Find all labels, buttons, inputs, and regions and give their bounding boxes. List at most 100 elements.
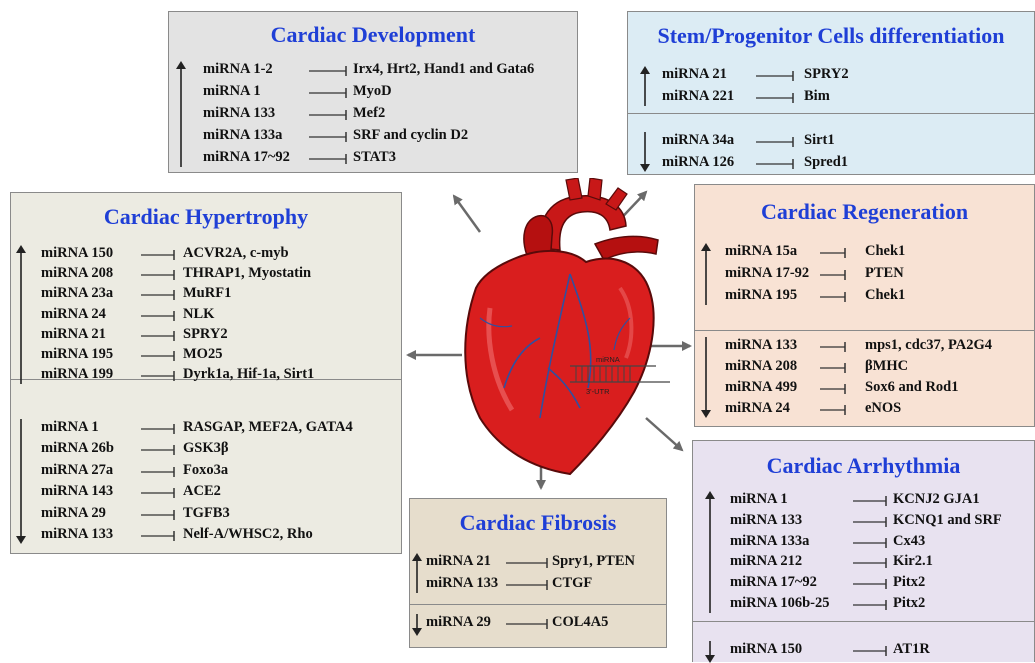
up-regulation-arrow (699, 243, 713, 305)
regeneration-divider (695, 330, 1034, 331)
target-gene: eNOS (865, 400, 901, 417)
target-gene: Kir2.1 (893, 553, 933, 570)
target-gene: Foxo3a (183, 462, 228, 479)
mirna-name: miRNA 24 (725, 400, 790, 417)
target-gene: Pitx2 (893, 595, 925, 612)
target-gene: Sirt1 (804, 132, 835, 149)
inhibition-symbol (141, 350, 175, 362)
target-gene: KCNJ2 GJA1 (893, 491, 980, 508)
target-gene: Chek1 (865, 287, 905, 304)
regeneration-down-row: miRNA 24 eNOS (695, 398, 1034, 420)
arrhythmia-divider (693, 621, 1034, 622)
inhibition-symbol (756, 136, 794, 148)
mirna-name: miRNA 34a (662, 132, 734, 149)
target-gene: MyoD (353, 83, 392, 100)
inhibition-symbol (141, 370, 175, 382)
arrhythmia-down-row: miRNA 150 AT1R (693, 639, 1034, 661)
up-regulation-arrow (174, 61, 188, 167)
target-gene: SRF and cyclin D2 (353, 127, 468, 144)
inhibition-symbol (141, 466, 175, 478)
inhibition-symbol (309, 153, 347, 165)
target-gene: THRAP1, Myostatin (183, 265, 311, 282)
target-gene: SPRY2 (183, 326, 228, 343)
inhibition-symbol (820, 269, 846, 281)
inhibition-symbol (141, 530, 175, 542)
mirna-name: miRNA 17~92 (730, 574, 817, 591)
inhibition-symbol (820, 291, 846, 303)
inhibition-symbol (820, 362, 846, 374)
heart-utr-label: 3'-UTR (586, 387, 610, 396)
arrhythmia-up-row: miRNA 212 Kir2.1 (693, 551, 1034, 573)
inhibition-symbol (141, 509, 175, 521)
target-gene: Pitx2 (893, 574, 925, 591)
mirna-name: miRNA 27a (41, 462, 113, 479)
target-gene: PTEN (865, 265, 904, 282)
inhibition-symbol (820, 383, 846, 395)
development-up-row: miRNA 133Mef2 (169, 103, 577, 125)
target-gene: AT1R (893, 641, 930, 658)
cardiac-arrhythmia-title: Cardiac Arrhythmia (693, 453, 1034, 479)
target-gene: TGFB3 (183, 505, 230, 522)
stem-cells-title: Stem/Progenitor Cells differentiation (628, 23, 1034, 49)
target-gene: MuRF1 (183, 285, 231, 302)
target-gene: ACE2 (183, 483, 221, 500)
mirna-name: miRNA 26b (41, 440, 114, 457)
inhibition-symbol (820, 341, 846, 353)
inhibition-symbol (506, 618, 548, 630)
inhibition-symbol (756, 70, 794, 82)
target-gene: Nelf-A/WHSC2, Rho (183, 526, 313, 543)
inhibition-symbol (853, 578, 887, 590)
hypertrophy-up-row: miRNA 208THRAP1, Myostatin (11, 263, 401, 285)
mirna-name: miRNA 1-2 (203, 61, 273, 78)
down-regulation-arrow (699, 337, 713, 418)
inhibition-symbol (506, 579, 548, 591)
heart-mirna-label: miRNA (596, 355, 620, 364)
target-gene: Cx43 (893, 533, 925, 550)
cardiac-fibrosis-title: Cardiac Fibrosis (410, 510, 666, 536)
fibrosis-up-row: miRNA 21Spry1, PTEN (410, 551, 666, 573)
cardiac-hypertrophy-panel: Cardiac Hypertrophy miRNA 150ACVR2A, c-m… (10, 192, 402, 554)
inhibition-symbol (853, 495, 887, 507)
inhibition-symbol (853, 516, 887, 528)
target-gene: RASGAP, MEF2A, GATA4 (183, 419, 353, 436)
mirna-name: miRNA 29 (426, 614, 491, 631)
stem-divider (628, 113, 1034, 114)
cardiac-regeneration-title: Cardiac Regeneration (695, 199, 1034, 225)
target-gene: NLK (183, 306, 214, 323)
arrhythmia-up-row: miRNA 133aCx43 (693, 531, 1034, 553)
mirna-name: miRNA 15a (725, 243, 797, 260)
hypertrophy-down-row: miRNA 26bGSK3β (11, 438, 401, 460)
inhibition-symbol (141, 423, 175, 435)
hypertrophy-down-row: miRNA 27a Foxo3a (11, 460, 401, 482)
mirna-name: miRNA 221 (662, 88, 734, 105)
fibrosis-divider (410, 604, 666, 605)
mirna-name: miRNA 212 (730, 553, 802, 570)
mirna-name: miRNA 17-92 (725, 265, 809, 282)
inhibition-symbol (820, 404, 846, 416)
hypertrophy-up-row: miRNA 23aMuRF1 (11, 283, 401, 305)
target-gene: Mef2 (353, 105, 385, 122)
target-gene: Chek1 (865, 243, 905, 260)
mirna-name: miRNA 24 (41, 306, 106, 323)
target-gene: βMHC (865, 358, 908, 375)
hypertrophy-up-row: miRNA 21SPRY2 (11, 324, 401, 346)
stem-cells-panel: Stem/Progenitor Cells differentiation mi… (627, 11, 1035, 175)
target-gene: SPRY2 (804, 66, 849, 83)
mirna-name: miRNA 17~92 (203, 149, 290, 166)
mirna-name: miRNA 199 (41, 366, 113, 383)
inhibition-symbol (309, 131, 347, 143)
mirna-name: miRNA 499 (725, 379, 797, 396)
mirna-name: miRNA 150 (730, 641, 802, 658)
